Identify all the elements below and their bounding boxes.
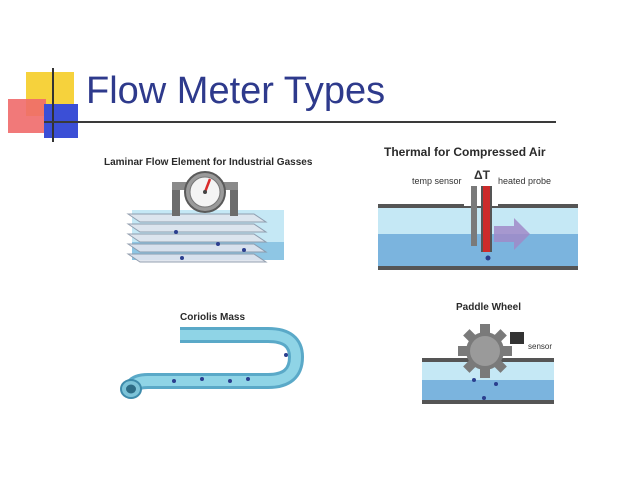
thermal-diagram — [378, 186, 578, 270]
coriolis-caption: Coriolis Mass — [180, 312, 246, 323]
title-underline — [44, 121, 556, 123]
paddle-diagram — [422, 324, 554, 404]
corner-decoration — [0, 0, 90, 145]
flow-arrow-icon — [494, 218, 530, 250]
temp-probe — [471, 186, 477, 246]
laminar-caption: Laminar Flow Element for Industrial Gass… — [104, 157, 313, 168]
coriolis-diagram — [120, 327, 305, 399]
temp-sensor-label: temp sensor — [412, 176, 462, 186]
paddle-caption: Paddle Wheel — [456, 302, 522, 313]
laminar-plates — [126, 213, 268, 263]
heated-probe — [483, 186, 490, 252]
page-title: Flow Meter Types — [86, 70, 386, 112]
sensor-box — [510, 332, 524, 344]
thermal-caption: Thermal for Compressed Air — [384, 145, 546, 159]
delta-t-label: ΔT — [474, 168, 490, 182]
vertical-divider — [52, 68, 54, 142]
red-block — [8, 99, 46, 133]
laminar-diagram — [126, 171, 284, 263]
sensor-label: sensor — [528, 342, 553, 351]
heated-probe-label: heated probe — [498, 176, 552, 186]
